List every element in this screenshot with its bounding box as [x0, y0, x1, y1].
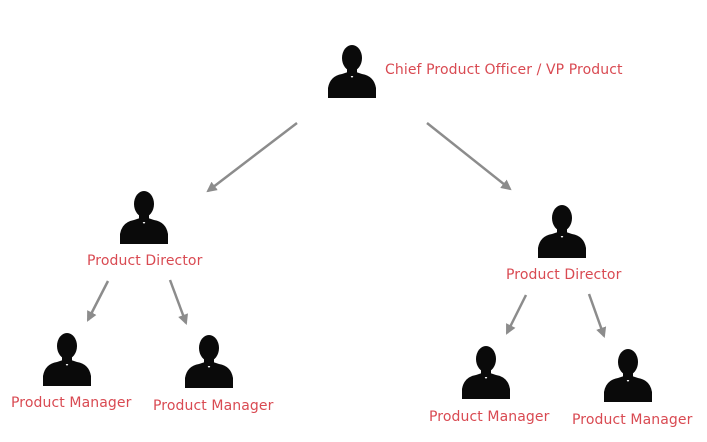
connector-arrow-cpo-to-director-2	[426, 122, 512, 191]
connector-arrow-director-2-to-manager-2	[587, 293, 607, 338]
connector-arrow-director-1-to-manager-1	[86, 280, 110, 322]
cpo-title-label: Chief Product Officer / VP Product	[385, 62, 623, 78]
manager-1-2-title-label: Product Manager	[153, 398, 274, 414]
person-silhouette-icon	[43, 333, 91, 386]
manager-2-2-title-label: Product Manager	[572, 412, 693, 428]
person-silhouette-icon	[120, 191, 168, 244]
manager-2-1-title-label: Product Manager	[429, 409, 550, 425]
director-1-title-label: Product Director	[87, 253, 203, 269]
connector-arrow-director-2-to-manager-1	[505, 294, 528, 335]
connector-arrow-cpo-to-director-1	[206, 122, 298, 193]
connector-arrow-director-1-to-manager-2	[168, 279, 188, 325]
person-silhouette-icon	[185, 335, 233, 388]
person-silhouette-icon	[604, 349, 652, 402]
person-silhouette-icon	[328, 45, 376, 98]
manager-1-1-title-label: Product Manager	[11, 395, 132, 411]
director-2-title-label: Product Director	[506, 267, 622, 283]
person-silhouette-icon	[462, 346, 510, 399]
person-silhouette-icon	[538, 205, 586, 258]
